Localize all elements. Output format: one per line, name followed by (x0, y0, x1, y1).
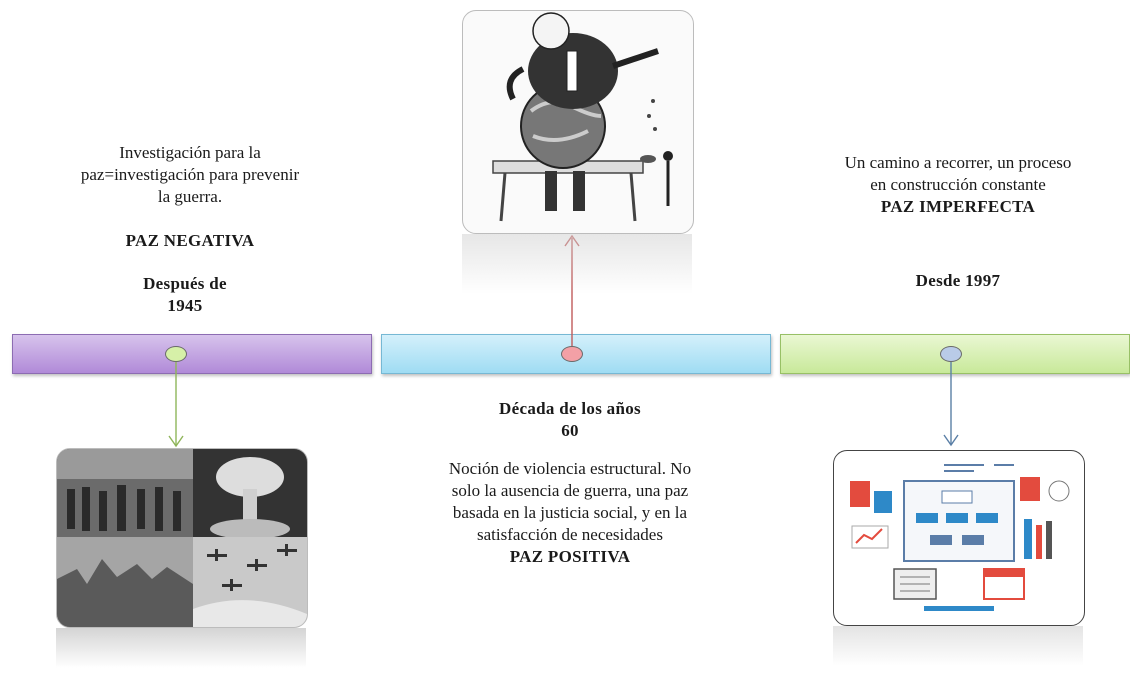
timeline-node-imperfect (940, 346, 962, 362)
arrow-imperfect (943, 434, 959, 447)
negative-date-line-2: 1945 (167, 296, 203, 315)
timeline-node-positive (561, 346, 583, 362)
positive-date-line-1: Década de los años (499, 399, 641, 418)
positive-description-line-2: solo la ausencia de guerra, una paz (451, 481, 689, 500)
ww2-collage-illustration (57, 449, 307, 627)
timeline-node-negative (165, 346, 187, 362)
process-infographic-image (833, 450, 1085, 626)
cartoon-reflection (462, 234, 692, 294)
positive-description-line-3: basada en la justicia social, y en la (452, 503, 688, 522)
ww2-collage-reflection (56, 628, 306, 668)
positive-concept: PAZ POSITIVA (509, 547, 631, 566)
negative-concept: PAZ NEGATIVA (125, 231, 255, 250)
imperfect-description-line-1: Un camino a recorrer, un proceso (844, 153, 1072, 172)
process-infographic-reflection (833, 626, 1083, 666)
process-infographic-illustration (850, 464, 1070, 611)
imperfect-date: Desde 1997 (915, 271, 1001, 290)
negative-description-line-2: paz=investigación para prevenir (80, 165, 300, 184)
timeline-bar-positive (381, 334, 771, 374)
negative-description: Investigación para la paz=investigación … (40, 142, 340, 208)
arrow-negative (168, 435, 184, 448)
timeline-bar-negative (12, 334, 372, 374)
imperfect-description: Un camino a recorrer, un proceso en cons… (788, 152, 1128, 196)
imperfect-description-line-2: en construcción constante (870, 175, 1046, 194)
negative-date: Después de 1945 (100, 273, 270, 317)
positive-date: Década de los años 60 (420, 398, 720, 442)
cartoon-image (462, 10, 694, 234)
positive-description: Noción de violencia estructural. No solo… (380, 458, 760, 546)
ww2-collage-image (56, 448, 308, 628)
positive-description-line-4: satisfacción de necesidades (477, 525, 663, 544)
positive-date-line-2: 60 (561, 421, 579, 440)
cartoon-illustration (492, 12, 673, 222)
negative-date-line-1: Después de (143, 274, 227, 293)
positive-description-line-1: Noción de violencia estructural. No (448, 459, 692, 478)
negative-description-line-3: la guerra. (157, 187, 223, 206)
negative-description-line-1: Investigación para la (119, 143, 261, 162)
imperfect-concept: PAZ IMPERFECTA (880, 197, 1036, 216)
